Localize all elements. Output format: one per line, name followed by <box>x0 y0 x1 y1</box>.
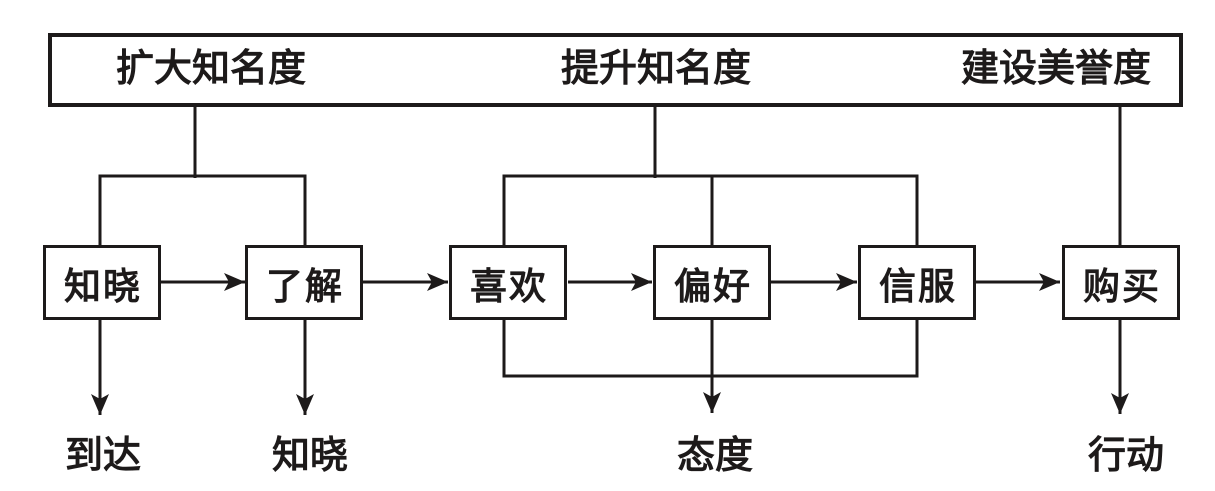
stage-box-liking: 喜欢 <box>449 245 567 320</box>
banner-label-build-reputation: 建设美誉度 <box>960 48 1151 90</box>
stage-box-preference: 偏好 <box>653 245 771 320</box>
stage-box-purchase: 购买 <box>1062 245 1180 320</box>
stage-label-conviction: 信服 <box>879 266 957 308</box>
stage-label-purchase: 购买 <box>1083 266 1161 308</box>
stage-label-preference: 偏好 <box>674 266 752 308</box>
banner-label-expand-awareness: 扩大知名度 <box>115 48 306 90</box>
banner-label-boost-awareness: 提升知名度 <box>560 48 751 90</box>
connector-left-bracket <box>98 174 307 245</box>
banner-box <box>48 33 1183 107</box>
outcome-label-action: 行动 <box>1087 435 1164 477</box>
outcome-label-awareness: 知晓 <box>271 435 348 477</box>
stage-box-knowledge: 了解 <box>245 245 363 320</box>
stage-box-awareness: 知晓 <box>43 245 161 320</box>
outcome-label-attitude: 态度 <box>676 435 753 477</box>
stage-label-awareness: 知晓 <box>64 266 142 308</box>
outcome-label-reach: 到达 <box>64 435 141 477</box>
stage-label-knowledge: 了解 <box>266 266 344 308</box>
stage-label-liking: 喜欢 <box>470 266 548 308</box>
stage-box-conviction: 信服 <box>858 245 976 320</box>
